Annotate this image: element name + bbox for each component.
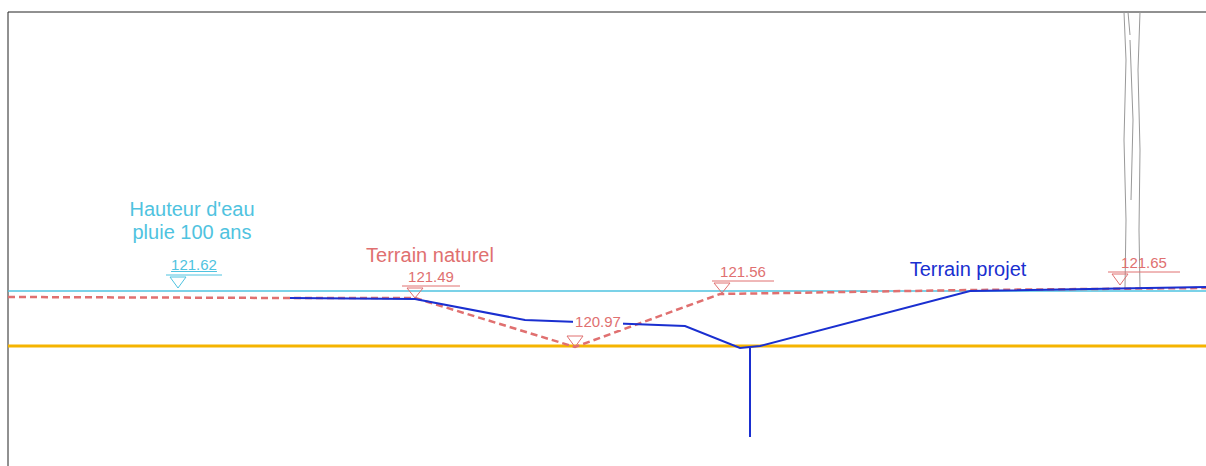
legend-note: Terrain naturel	[366, 244, 494, 267]
level-value: 120.97	[573, 313, 623, 330]
level-value: 121.49	[408, 268, 454, 285]
legend-note: Terrain projet	[910, 258, 1027, 281]
level-value: 121.56	[720, 263, 766, 280]
drain-pipe	[749, 348, 751, 437]
project-ground	[290, 287, 1206, 348]
natural-ground	[8, 288, 1206, 347]
frame	[8, 12, 1206, 466]
reference-line	[8, 345, 1206, 348]
level-value: 121.62	[171, 256, 217, 273]
legend-note: Hauteur d'eau pluie 100 ans	[107, 198, 277, 244]
level-markers	[166, 272, 1180, 347]
level-value: 121.65	[1121, 254, 1167, 271]
tree	[1124, 12, 1140, 288]
